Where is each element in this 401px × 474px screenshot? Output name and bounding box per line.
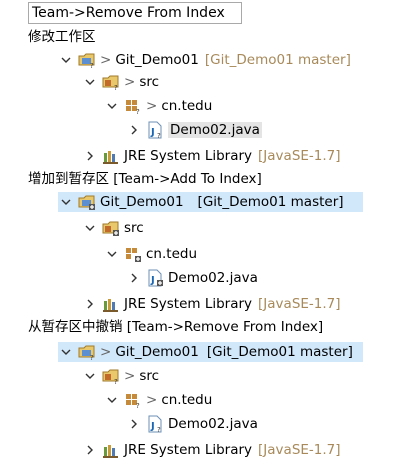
project-icon: ? bbox=[78, 343, 96, 361]
tree-row-project[interactable]: ? > Git_Demo01 [Git_Demo01 master] bbox=[58, 342, 363, 362]
branch-decoration: [Git_Demo01 master] bbox=[204, 52, 351, 68]
svg-text:?: ? bbox=[157, 132, 161, 139]
library-icon bbox=[102, 295, 120, 313]
chevron-down-icon[interactable] bbox=[106, 244, 118, 264]
file-name: Demo02.java bbox=[168, 416, 258, 432]
project-icon: ? bbox=[78, 51, 96, 69]
java-file-icon: J bbox=[146, 269, 164, 287]
project-name: Git_Demo01 bbox=[115, 52, 199, 68]
src-label: src bbox=[139, 74, 160, 90]
tree-row-project[interactable]: ? > Git_Demo01 [Git_Demo01 master] bbox=[60, 50, 351, 70]
svg-text:J: J bbox=[150, 127, 155, 138]
svg-text:?: ? bbox=[136, 108, 140, 115]
package-icon: ? bbox=[124, 391, 142, 409]
package-name: cn.tedu bbox=[161, 392, 213, 408]
chevron-down-icon[interactable] bbox=[84, 72, 96, 92]
tree-row-library[interactable]: JRE System Library [JavaSE-1.7] bbox=[84, 146, 341, 166]
dirty-marker: > bbox=[100, 52, 112, 68]
tree-row-file[interactable]: J? Demo02.java bbox=[128, 414, 258, 434]
top-command-label: Team->Remove From Index bbox=[28, 2, 242, 24]
svg-text:?: ? bbox=[90, 62, 94, 69]
library-icon bbox=[102, 441, 120, 459]
source-folder-icon bbox=[102, 219, 120, 237]
tree-row-src[interactable]: ? > src bbox=[84, 366, 159, 386]
package-name: cn.tedu bbox=[146, 246, 197, 262]
file-name: Demo02.java bbox=[168, 122, 262, 138]
file-name: Demo02.java bbox=[168, 270, 258, 286]
tree-row-file[interactable]: J Demo02.java bbox=[128, 268, 258, 288]
chevron-right-icon[interactable] bbox=[84, 146, 96, 166]
library-name: JRE System Library bbox=[124, 442, 253, 458]
tree-row-file[interactable]: J? Demo02.java bbox=[128, 120, 262, 140]
chevron-down-icon[interactable] bbox=[60, 192, 72, 212]
library-name: JRE System Library bbox=[124, 296, 253, 312]
tree-row-package[interactable]: cn.tedu bbox=[106, 244, 197, 264]
svg-text:?: ? bbox=[114, 378, 118, 385]
tree-row-package[interactable]: ? > cn.tedu bbox=[106, 96, 212, 116]
chevron-down-icon[interactable] bbox=[106, 96, 118, 116]
source-folder-icon: ? bbox=[102, 73, 120, 91]
tree-row-library[interactable]: JRE System Library [JavaSE-1.7] bbox=[84, 294, 341, 314]
tree-row-project[interactable]: Git_Demo01 [Git_Demo01 master] bbox=[58, 192, 363, 212]
svg-text:?: ? bbox=[90, 354, 94, 361]
chevron-right-icon[interactable] bbox=[128, 120, 140, 140]
jre-decoration: [JavaSE-1.7] bbox=[258, 148, 341, 164]
src-label: src bbox=[124, 220, 144, 236]
svg-text:J: J bbox=[150, 275, 155, 286]
dirty-marker: > bbox=[146, 392, 158, 408]
java-file-icon: J? bbox=[146, 415, 164, 433]
project-icon bbox=[78, 193, 96, 211]
svg-text:?: ? bbox=[136, 402, 140, 409]
chevron-right-icon[interactable] bbox=[84, 294, 96, 314]
jre-decoration: [JavaSE-1.7] bbox=[258, 296, 341, 312]
chevron-right-icon[interactable] bbox=[128, 268, 140, 288]
branch-decoration: [Git_Demo01 master] bbox=[197, 194, 344, 210]
chevron-down-icon[interactable] bbox=[60, 342, 72, 362]
package-icon: ? bbox=[124, 97, 142, 115]
chevron-down-icon[interactable] bbox=[84, 366, 96, 386]
dirty-marker: > bbox=[124, 368, 136, 384]
library-name: JRE System Library bbox=[124, 148, 253, 164]
chevron-right-icon[interactable] bbox=[128, 414, 140, 434]
tree-row-package[interactable]: ? > cn.tedu bbox=[106, 390, 212, 410]
section-caption-remove: 从暂存区中撤销 [Team->Remove From Index] bbox=[28, 319, 324, 335]
package-name: cn.tedu bbox=[161, 98, 213, 114]
svg-text:J: J bbox=[150, 421, 155, 432]
library-icon bbox=[102, 147, 120, 165]
project-name: Git_Demo01 bbox=[100, 194, 184, 210]
chevron-down-icon[interactable] bbox=[106, 390, 118, 410]
package-icon bbox=[124, 245, 142, 263]
dirty-marker: > bbox=[100, 344, 112, 360]
source-folder-icon: ? bbox=[102, 367, 120, 385]
project-name: Git_Demo01 bbox=[115, 344, 199, 360]
dirty-marker: > bbox=[124, 74, 136, 90]
branch-decoration: [Git_Demo01 master] bbox=[206, 344, 353, 360]
section-caption-modify: 修改工作区 bbox=[28, 29, 96, 45]
jre-decoration: [JavaSE-1.7] bbox=[258, 442, 341, 458]
chevron-down-icon[interactable] bbox=[84, 218, 96, 238]
java-file-icon: J? bbox=[146, 121, 164, 139]
src-label: src bbox=[139, 368, 160, 384]
section-caption-add: 增加到暂存区 [Team->Add To Index] bbox=[28, 171, 262, 187]
chevron-right-icon[interactable] bbox=[84, 440, 96, 460]
tree-row-src[interactable]: src bbox=[84, 218, 144, 238]
chevron-down-icon[interactable] bbox=[60, 50, 72, 70]
svg-text:?: ? bbox=[114, 84, 118, 91]
svg-text:?: ? bbox=[157, 426, 161, 433]
dirty-marker: > bbox=[146, 98, 158, 114]
tree-row-library[interactable]: JRE System Library [JavaSE-1.7] bbox=[84, 440, 341, 460]
tree-row-src[interactable]: ? > src bbox=[84, 72, 159, 92]
